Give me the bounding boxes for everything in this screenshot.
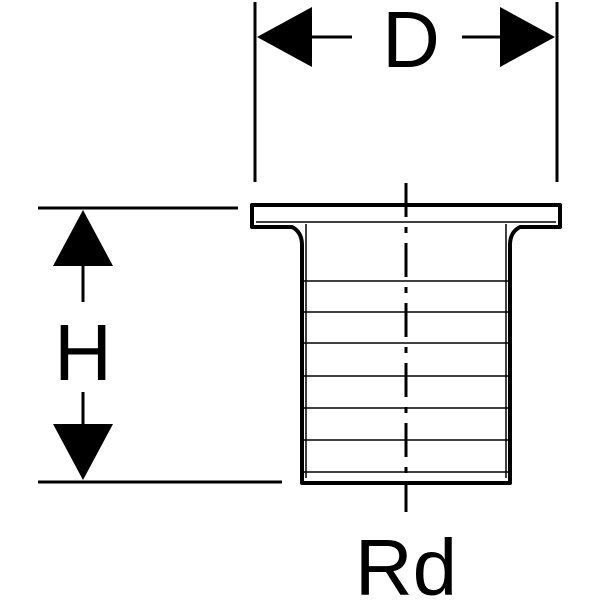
h-arrow-down-icon [53, 424, 113, 480]
d-arrow-right-icon [500, 7, 555, 67]
h-arrow-up-icon [53, 210, 113, 266]
rd-label: Rd [355, 523, 457, 600]
d-arrow-left-icon [257, 7, 312, 67]
d-label: D [382, 0, 440, 84]
fitting-outline [250, 203, 562, 485]
h-label: H [54, 308, 112, 397]
